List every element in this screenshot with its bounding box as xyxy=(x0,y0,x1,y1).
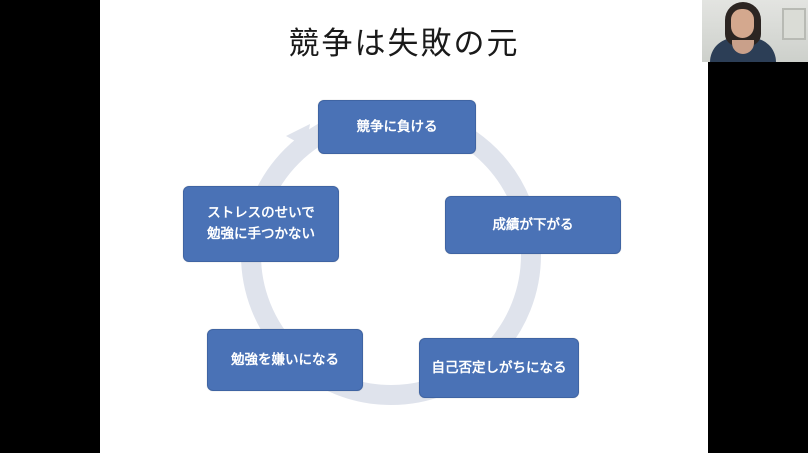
cycle-node-dislike-study: 勉強を嫌いになる xyxy=(207,329,363,391)
presentation-slide: 競争は失敗の元 競争に負ける 成績が下がる 自己否定しがちになる 勉強を嫌いにな… xyxy=(100,0,708,453)
node-label: 自己否定しがちになる xyxy=(431,359,567,376)
cycle-node-self-denial: 自己否定しがちになる xyxy=(419,338,579,398)
person-neck xyxy=(732,40,754,54)
webcam-thumbnail[interactable] xyxy=(702,0,808,62)
cycle-node-lose-competition: 競争に負ける xyxy=(318,100,476,154)
wall-frame xyxy=(782,8,806,40)
person-face xyxy=(731,9,754,38)
node-label: 成績が下がる xyxy=(492,216,574,233)
slide-title: 競争は失敗の元 xyxy=(288,26,520,62)
node-label-line-1: ストレスのせいで xyxy=(207,205,315,222)
node-label: 勉強を嫌いになる xyxy=(231,351,339,368)
cycle-arrowhead xyxy=(286,124,310,147)
node-label-line-2: 勉強に手つかない xyxy=(207,226,315,242)
cycle-node-grades-drop: 成績が下がる xyxy=(445,196,621,254)
cycle-node-stress: ストレスのせいで 勉強に手つかない xyxy=(183,186,339,262)
node-label: 競争に負ける xyxy=(356,118,438,135)
